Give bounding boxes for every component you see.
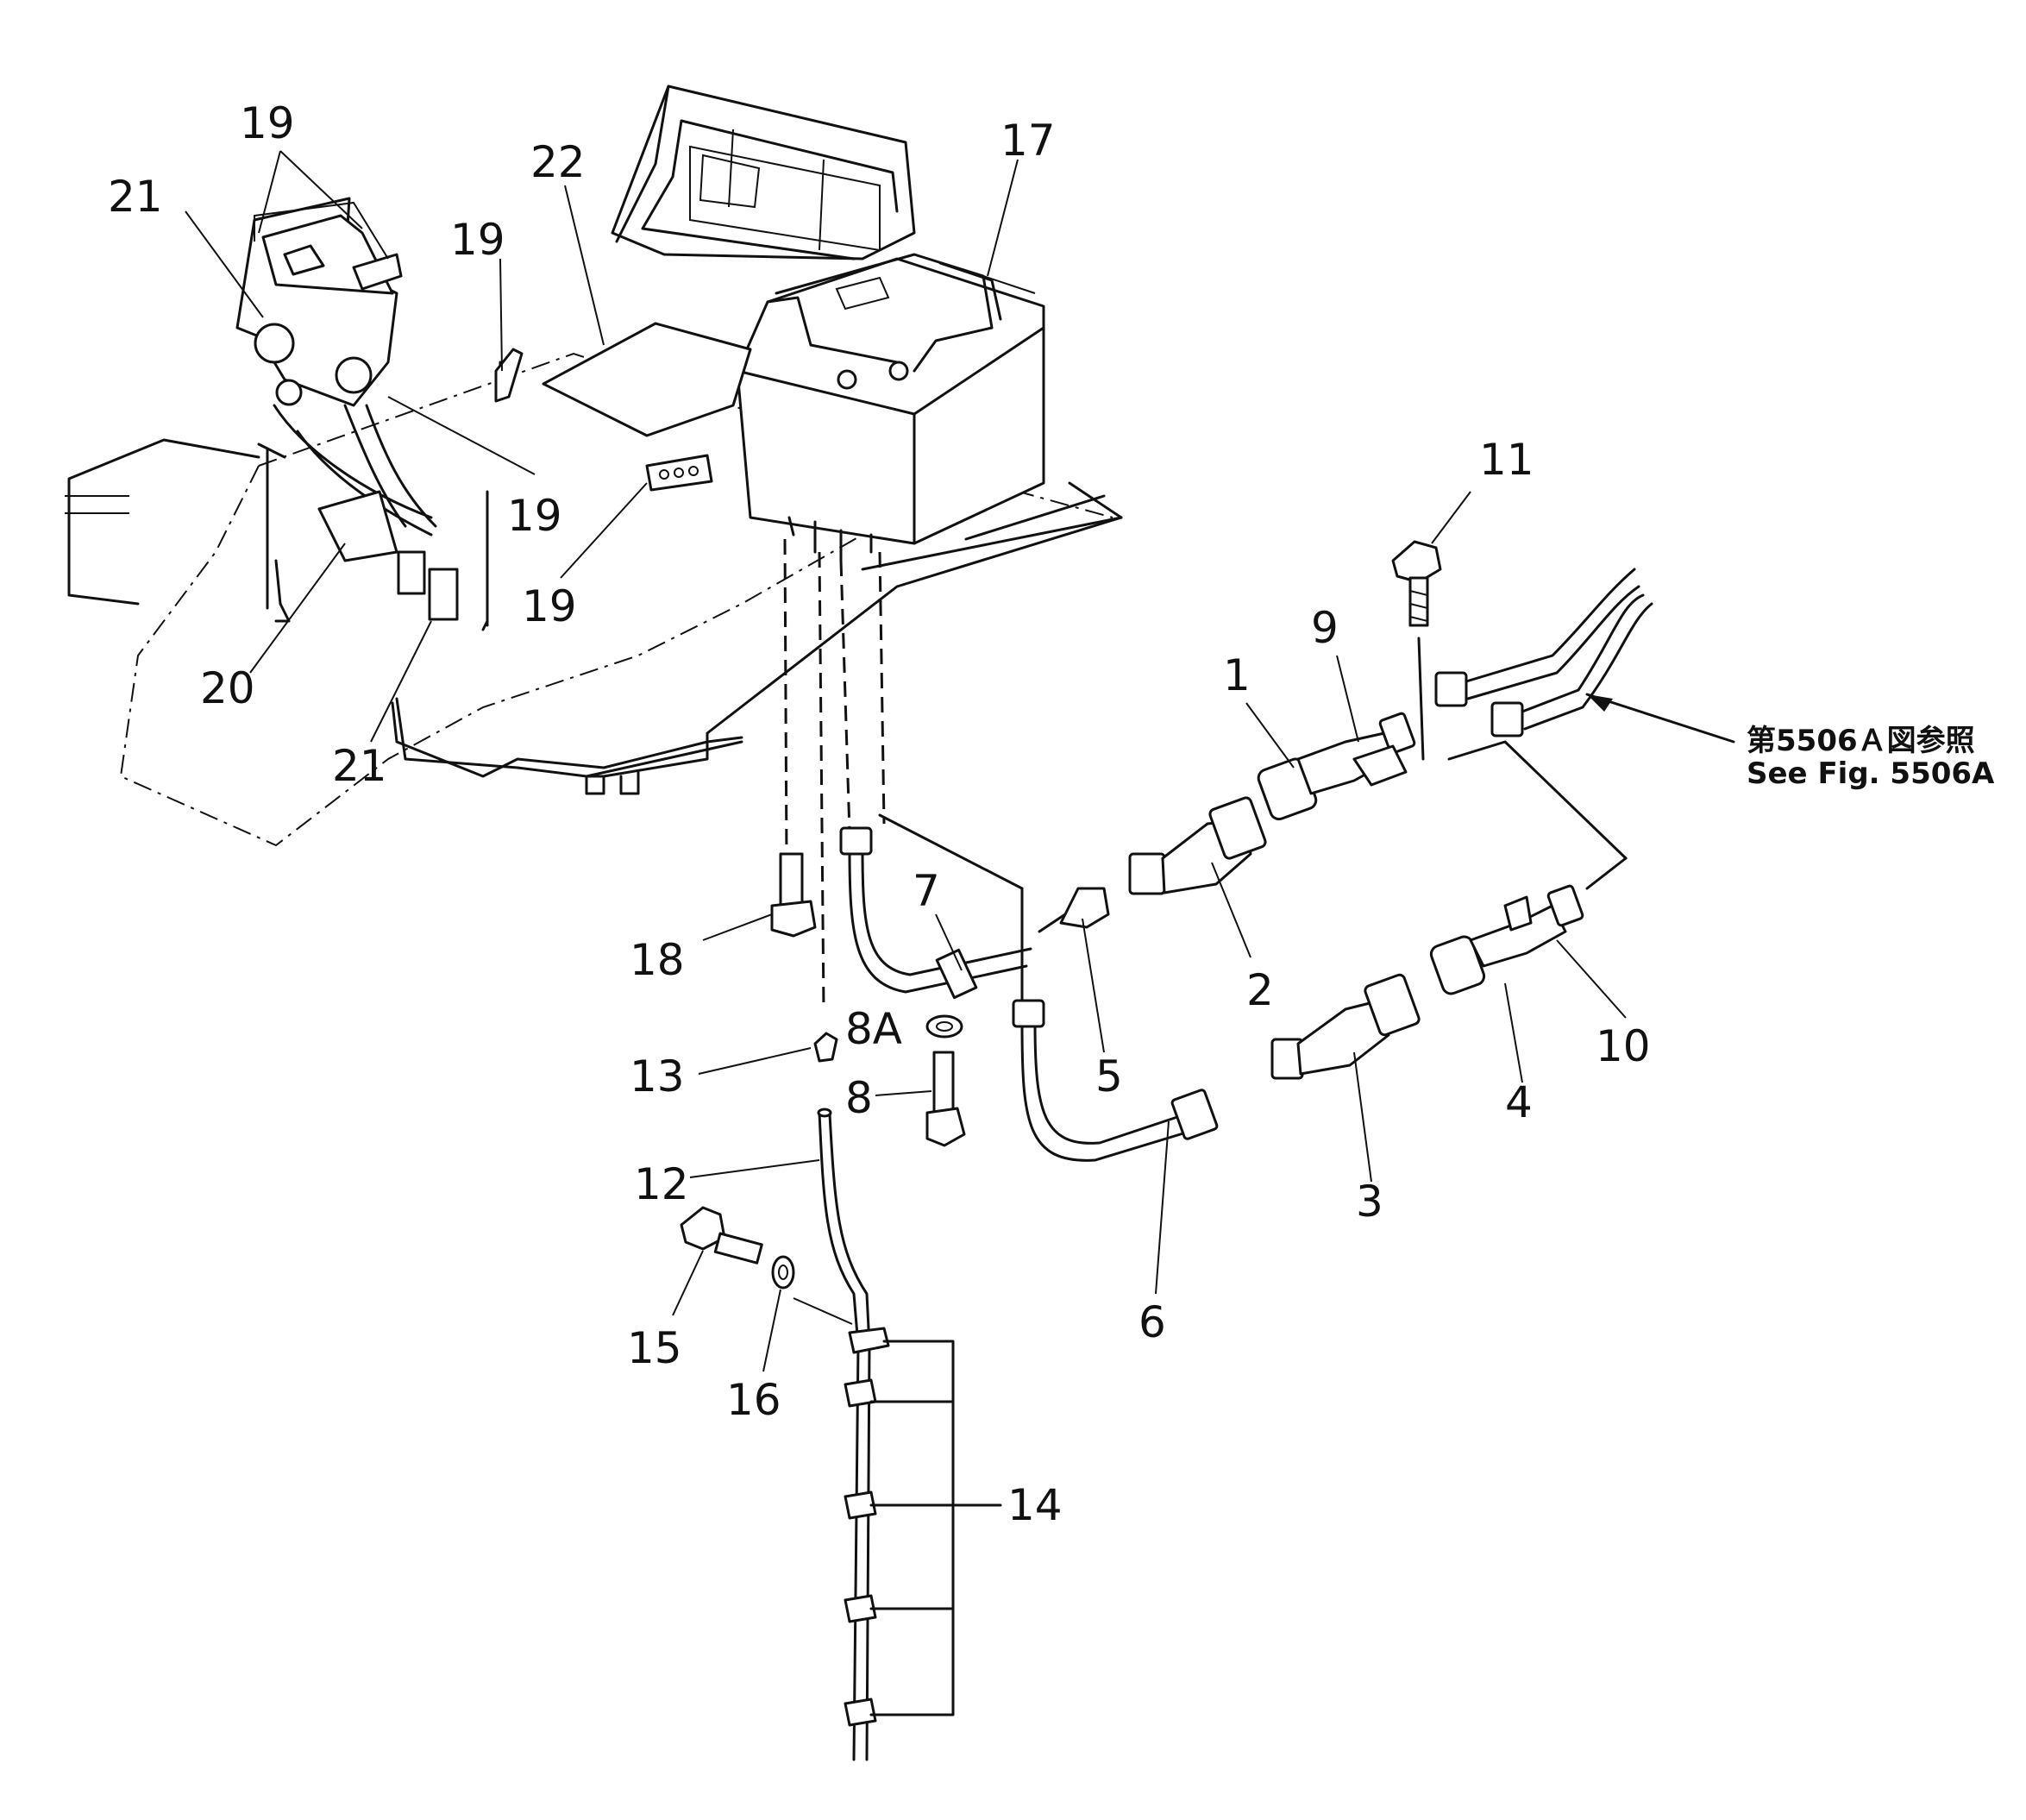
dashed-leaders: [783, 538, 1024, 1011]
figure-reference: 第5506Ａ図参照 See Fig. 5506A: [1747, 724, 1995, 791]
label-17: 17: [1000, 116, 1056, 166]
cab-structure: [542, 85, 1045, 562]
label-9: 9: [1311, 603, 1339, 653]
hoses: [839, 826, 1219, 1162]
part-labels: 19 21 22 19 17 19 19 20 21 11 9 1 7 18 2…: [108, 98, 1651, 1530]
label-20: 20: [200, 663, 255, 713]
label-3: 3: [1356, 1177, 1383, 1227]
frame-outline: [65, 352, 1123, 847]
label-6: 6: [1138, 1297, 1166, 1347]
label-19-right: 19: [507, 491, 562, 541]
reference-en: See Fig. 5506A: [1747, 756, 1995, 791]
label-12: 12: [634, 1159, 689, 1209]
label-19-bottom: 19: [522, 581, 577, 631]
label-21-top: 21: [108, 172, 163, 222]
label-4: 4: [1505, 1077, 1533, 1127]
label-21-bottom: 21: [332, 741, 387, 791]
reference-jp: 第5506Ａ図参照: [1747, 724, 1975, 758]
label-10: 10: [1596, 1021, 1651, 1071]
label-1: 1: [1223, 650, 1251, 700]
label-19-mid: 19: [450, 215, 505, 265]
label-14: 14: [1007, 1480, 1063, 1530]
leader-lines: [185, 150, 1627, 1372]
label-5: 5: [1095, 1051, 1123, 1101]
label-8: 8: [845, 1073, 873, 1123]
left-control-block: [235, 197, 713, 621]
connectors: [1128, 540, 1735, 1080]
fasteners-and-pipe: [680, 852, 1002, 1761]
label-15: 15: [627, 1323, 682, 1373]
label-11: 11: [1479, 435, 1534, 485]
label-18: 18: [630, 935, 685, 985]
label-22: 22: [530, 137, 586, 187]
label-2: 2: [1246, 965, 1274, 1015]
label-8A: 8A: [845, 1004, 902, 1054]
label-16: 16: [726, 1375, 781, 1425]
label-7: 7: [913, 866, 940, 916]
label-19-top: 19: [240, 98, 295, 148]
label-13: 13: [630, 1051, 685, 1101]
